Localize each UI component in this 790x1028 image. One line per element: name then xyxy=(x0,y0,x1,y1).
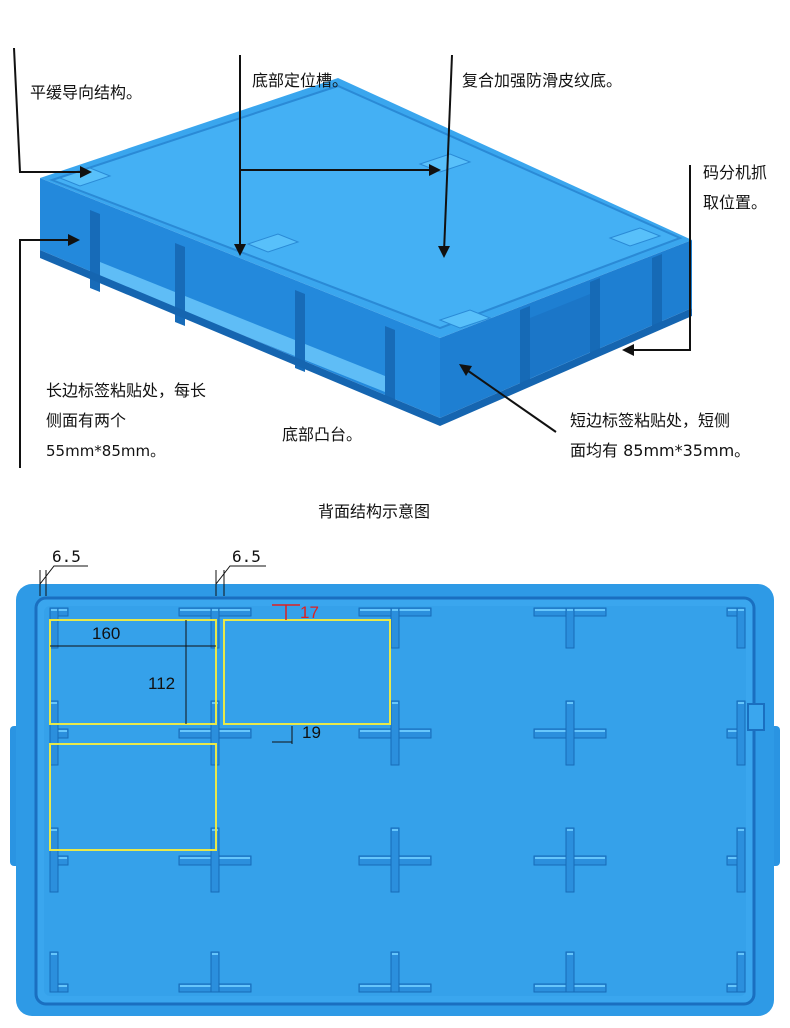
boss-v-2-3-highlight xyxy=(567,829,573,831)
boss-v-0-2-highlight xyxy=(392,609,398,611)
annotation-anti-slip-base: 复合加强防滑皮纹底。 xyxy=(462,71,623,90)
boss-v-1-0 xyxy=(49,700,59,766)
short-side-ribs xyxy=(520,254,662,388)
annotation-positioning-slot: 底部定位槽。 xyxy=(252,71,349,90)
boss-v-1-2-highlight xyxy=(392,702,398,704)
boss-h-0-4-highlight xyxy=(728,609,744,611)
boss-v-3-3-highlight xyxy=(567,953,573,955)
boss-v-0-2 xyxy=(390,607,400,649)
crate-base-edge xyxy=(40,250,692,426)
boss-v-3-1 xyxy=(210,951,220,993)
right-clip xyxy=(747,703,765,731)
leader-arrowheads xyxy=(68,164,634,376)
boss-v-3-1-highlight xyxy=(212,953,218,955)
dimension-bottom-offset: 19 xyxy=(302,723,321,742)
crate-base-plan xyxy=(10,565,780,1016)
boss-v-1-4-highlight xyxy=(738,702,744,704)
boss-v-2-3 xyxy=(565,827,575,893)
bottom-boss-pattern xyxy=(49,607,746,993)
boss-v-2-0 xyxy=(49,827,59,893)
base-inner-panel xyxy=(44,606,746,996)
boss-v-3-2-highlight xyxy=(392,953,398,955)
annotation-long-side-label-line1: 长边标签粘贴处，每长 xyxy=(46,381,207,400)
boss-v-1-2 xyxy=(390,700,400,766)
label-area-3 xyxy=(49,743,217,851)
dimension-left-gap: 6.5 xyxy=(52,547,81,566)
boss-v-2-4-highlight xyxy=(738,829,744,831)
boss-v-1-3 xyxy=(565,700,575,766)
boss-v-1-3-highlight xyxy=(567,702,573,704)
boss-v-0-4 xyxy=(736,607,746,649)
boss-v-2-2-highlight xyxy=(392,829,398,831)
short-side-label-panel xyxy=(530,294,590,378)
boss-v-3-0 xyxy=(49,951,59,993)
long-side-size-text: 55mm*85mm。 xyxy=(46,442,166,460)
dimension-height: 112 xyxy=(148,674,176,693)
annotation-grab-position-line2: 取位置。 xyxy=(703,193,768,212)
annotation-short-side-label-line2: 面均有 85mm*35mm。 xyxy=(570,441,751,460)
boss-v-0-3 xyxy=(565,607,575,649)
dimension-width: 160 xyxy=(92,624,121,643)
leader-lines xyxy=(13,47,691,468)
boss-h-1-4-highlight xyxy=(728,730,744,732)
long-side-ribs xyxy=(90,210,395,405)
label-area-outlines xyxy=(49,619,391,851)
annotation-bottom-boss: 底部凸台。 xyxy=(282,425,363,444)
annotation-grab-position-line1: 码分机抓 xyxy=(703,163,768,182)
boss-v-3-2 xyxy=(390,951,400,993)
crate-3d-view xyxy=(13,47,692,468)
label-area-2 xyxy=(223,619,391,725)
boss-v-2-2 xyxy=(390,827,400,893)
boss-v-0-1-highlight xyxy=(212,609,218,611)
boss-h-3-4-highlight xyxy=(728,985,744,987)
boss-v-3-4-highlight xyxy=(738,953,744,955)
boss-v-3-4 xyxy=(736,951,746,993)
boss-v-3-3 xyxy=(565,951,575,993)
dimension-red-mark xyxy=(272,604,300,620)
annotation-short-side-label-line1: 短边标签粘贴处，短侧 xyxy=(570,411,731,430)
boss-v-3-0-highlight xyxy=(51,953,57,955)
boss-h-1-0-highlight xyxy=(51,730,67,732)
boss-v-2-0-highlight xyxy=(51,829,57,831)
boss-v-0-0 xyxy=(49,607,59,649)
annotation-long-side-label-line2: 侧面有两个 xyxy=(46,411,127,430)
boss-v-1-4 xyxy=(736,700,746,766)
boss-h-0-0-highlight xyxy=(51,609,67,611)
boss-v-0-3-highlight xyxy=(567,609,573,611)
boss-v-2-4 xyxy=(736,827,746,893)
annotation-long-side-label-line3: 55mm*85mm。 xyxy=(46,436,165,466)
annotation-guide-structure: 平缓导向结构。 xyxy=(30,83,143,102)
crate-top-rim xyxy=(49,84,683,330)
dimension-lines xyxy=(39,565,293,744)
boss-v-1-0-highlight xyxy=(51,702,57,704)
boss-h-2-4-highlight xyxy=(728,857,744,859)
boss-v-0-0-highlight xyxy=(51,609,57,611)
boss-h-3-0-highlight xyxy=(51,985,67,987)
dimension-second-gap: 6.5 xyxy=(232,547,261,566)
figure-caption: 背面结构示意图 xyxy=(318,502,431,521)
long-side-bottom-slots xyxy=(100,262,385,392)
boss-v-0-4-highlight xyxy=(738,609,744,611)
label-area-1 xyxy=(49,619,217,725)
boss-h-2-0-highlight xyxy=(51,857,67,859)
dimension-top-offset: 17 xyxy=(300,603,319,622)
